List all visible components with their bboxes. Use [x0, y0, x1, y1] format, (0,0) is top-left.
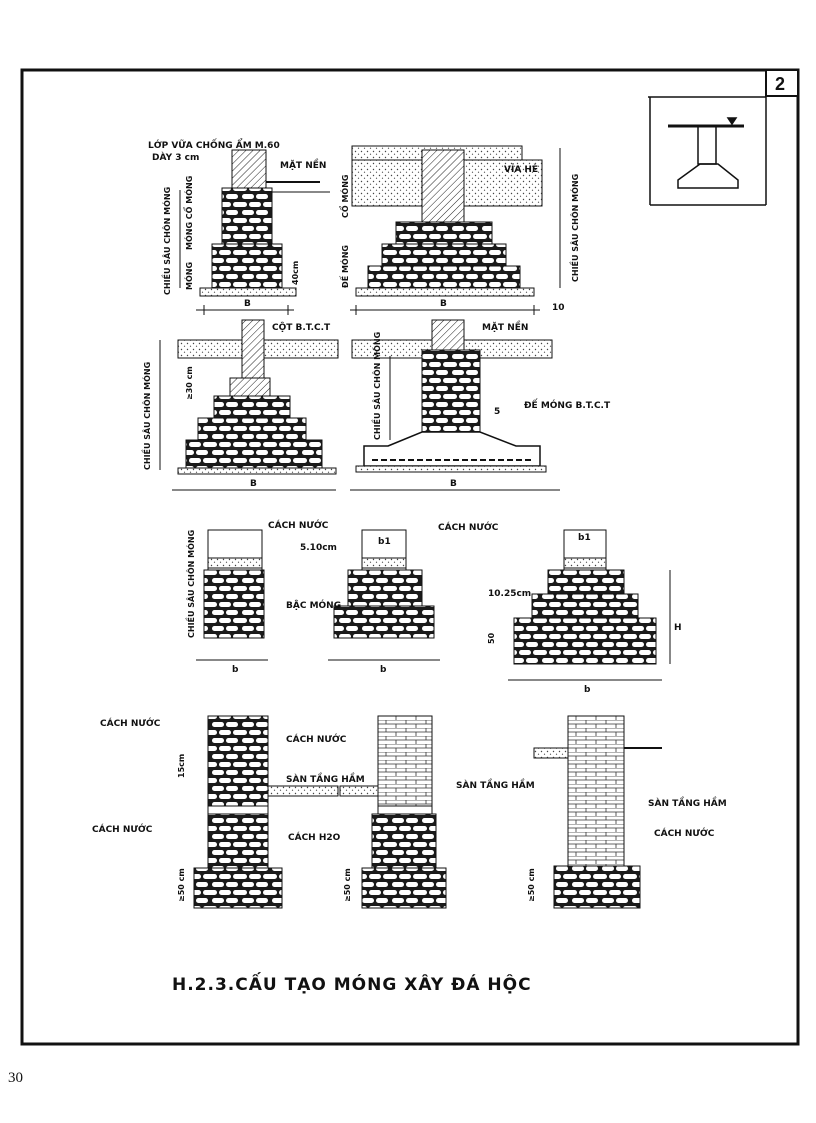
- label-thickness: DÀY 3 cm: [152, 151, 199, 163]
- label-h30: ≥30 cm: [185, 366, 194, 400]
- row1-left-footing: [179, 149, 330, 315]
- figure-caption: H.2.3.CẤU TẠO MÓNG XÂY ĐÁ HỘC: [172, 971, 532, 995]
- label-wp-mid: CÁCH NƯỚC: [286, 733, 347, 745]
- label-b1-a: b1: [378, 537, 391, 547]
- label-wp-top: CÁCH NƯỚC: [100, 717, 161, 729]
- label-b-5: b: [232, 665, 239, 675]
- label-waterproof-1: CÁCH NƯỚC: [268, 519, 329, 531]
- label-d50-row3: 50: [487, 632, 496, 644]
- label-base-2: ĐẾ MÓNG B.T.C.T: [524, 398, 611, 411]
- label-d50-a: ≥50 cm: [177, 868, 186, 902]
- label-moisture-layer: LỚP VỮA CHỐNG ẨM M.60: [148, 138, 280, 151]
- label-footing: MÓNG: [183, 262, 194, 290]
- label-step-dim: 5.10cm: [300, 543, 337, 553]
- label-basement-1: SÀN TẦNG HẦM: [286, 772, 365, 785]
- label-depth-4: CHIỀU SÂU CHÔN MÓNG: [370, 332, 382, 440]
- label-depth-1: CHIỀU SÂU CHÔN MÓNG: [160, 187, 172, 295]
- label-b-3: B: [250, 479, 257, 489]
- label-h40: 40cm: [291, 261, 300, 285]
- label-depth-5: CHIỀU SÂU CHÔN MÓNG: [184, 530, 196, 638]
- label-h: H: [674, 623, 682, 633]
- label-waterproof-2: CÁCH NƯỚC: [438, 521, 499, 533]
- label-wall-footing: MÓNG CỔ MÓNG: [182, 176, 194, 250]
- label-b1-b: b1: [578, 533, 591, 543]
- label-d15: 15cm: [177, 754, 186, 778]
- label-d50-c: ≥50 cm: [527, 868, 536, 902]
- label-basement-inline: SÀN TẦNG HẦM: [456, 778, 535, 791]
- label-b-4: B: [450, 479, 457, 489]
- label-wp-bot: CÁCH NƯỚC: [92, 823, 153, 835]
- label-b-1: B: [244, 299, 251, 309]
- label-wp-right: CÁCH NƯỚC: [654, 827, 715, 839]
- row2-right-footing: [350, 319, 560, 491]
- label-step: BẬC MÓNG: [286, 599, 341, 611]
- label-b-2: B: [440, 299, 447, 309]
- row2-left-footing: [159, 319, 339, 491]
- label-floor-2: MẶT NỀN: [482, 320, 528, 333]
- badge-box: [765, 69, 799, 97]
- label-b-6: b: [380, 665, 387, 675]
- label-base-1: ĐẾ MÓNG: [338, 245, 350, 288]
- label-dim-10: 10: [552, 303, 565, 313]
- sheet-border: [20, 68, 800, 1046]
- footing-thumbnail-icon: [648, 96, 767, 206]
- label-d50-b: ≥50 cm: [343, 868, 352, 902]
- label-floor-1: MẶT NỀN: [280, 158, 326, 171]
- label-sidewalk: VỈA HÈ: [504, 163, 538, 175]
- label-depth-2: CHIỀU SÂU CHÔN MÓNG: [568, 174, 580, 282]
- label-basement-right: SÀN TẦNG HẦM: [648, 796, 727, 809]
- badge-number: 2: [775, 74, 785, 94]
- label-b-7: b: [584, 685, 591, 695]
- label-d1025: 10.25cm: [488, 589, 531, 599]
- label-h2o: CÁCH H2O: [288, 831, 341, 843]
- page-number: 30: [8, 1070, 23, 1086]
- row3-footings: [196, 529, 671, 681]
- label-column: CỘT B.T.C.T: [272, 322, 331, 333]
- label-depth-3: CHIỀU SÂU CHÔN MÓNG: [140, 362, 152, 470]
- label-neck: CỔ MÓNG: [338, 175, 350, 218]
- label-d5: 5: [494, 407, 500, 417]
- row1-right-footing: [350, 145, 561, 315]
- row4-footings: [193, 715, 662, 909]
